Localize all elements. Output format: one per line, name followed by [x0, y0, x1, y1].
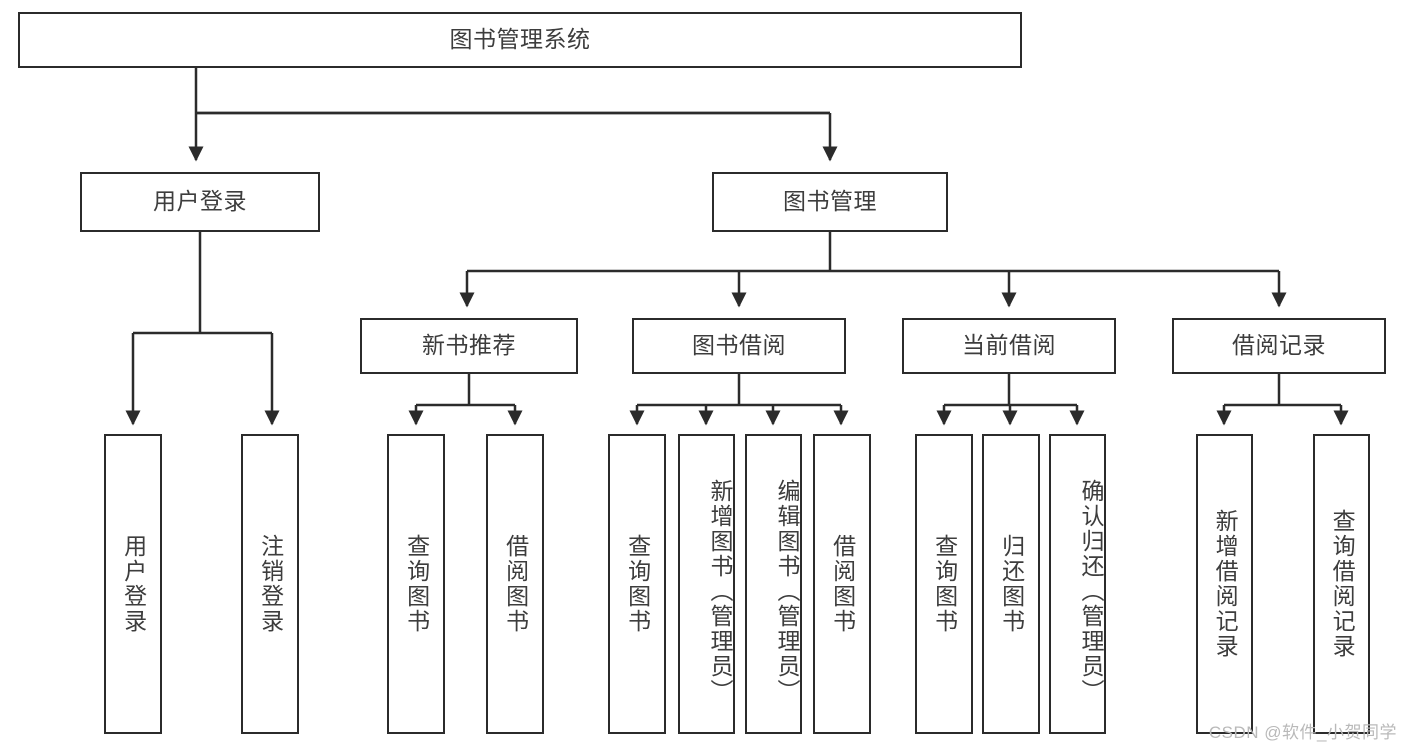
node-label: 查询图书	[624, 534, 651, 634]
node-label: 当前借阅	[962, 332, 1056, 359]
node-label: 用户登录	[120, 534, 147, 634]
node-book-management[interactable]: 图书管理	[712, 172, 948, 232]
leaf-logout[interactable]: 注销登录	[241, 434, 299, 734]
node-current-borrow[interactable]: 当前借阅	[902, 318, 1116, 374]
node-label: 借阅图书	[829, 534, 856, 634]
node-label: 查询图书	[931, 534, 958, 634]
node-label: 图书管理系统	[449, 26, 591, 53]
leaf-add-borrow-record[interactable]: 新增借阅记录	[1196, 434, 1253, 734]
node-label: 借阅图书	[502, 534, 529, 634]
leaf-borrow-books-recommend[interactable]: 借阅图书	[486, 434, 544, 734]
leaf-query-borrow-record[interactable]: 查询借阅记录	[1313, 434, 1370, 734]
node-label: 查询借阅记录	[1329, 509, 1356, 659]
node-label: 归还图书	[998, 534, 1025, 634]
node-user-login[interactable]: 用户登录	[80, 172, 320, 232]
node-borrow-records[interactable]: 借阅记录	[1172, 318, 1386, 374]
node-label: 图书管理	[783, 188, 877, 215]
node-label: 编辑图书（管理员）	[774, 478, 800, 704]
node-book-borrow[interactable]: 图书借阅	[632, 318, 846, 374]
node-label: 注销登录	[257, 534, 284, 634]
node-label: 新增图书（管理员）	[707, 478, 733, 704]
node-label: 图书借阅	[692, 332, 786, 359]
node-label: 确认归还（管理员）	[1078, 478, 1104, 704]
watermark: CSDN @软件_小贺同学	[1208, 723, 1397, 742]
leaf-user-login[interactable]: 用户登录	[104, 434, 162, 734]
leaf-confirm-return-admin[interactable]: 确认归还（管理员）	[1049, 434, 1106, 734]
node-new-book-recommend[interactable]: 新书推荐	[360, 318, 578, 374]
node-label: 借阅记录	[1232, 332, 1326, 359]
leaf-borrow-books[interactable]: 借阅图书	[813, 434, 871, 734]
leaf-query-books-recommend[interactable]: 查询图书	[387, 434, 445, 734]
node-label: 查询图书	[403, 534, 430, 634]
node-label: 新增借阅记录	[1212, 509, 1239, 659]
node-label: 用户登录	[153, 188, 247, 215]
leaf-query-books-current[interactable]: 查询图书	[915, 434, 973, 734]
leaf-add-book-admin[interactable]: 新增图书（管理员）	[678, 434, 735, 734]
node-root[interactable]: 图书管理系统	[18, 12, 1022, 68]
node-label: 新书推荐	[422, 332, 516, 359]
leaf-return-books[interactable]: 归还图书	[982, 434, 1040, 734]
leaf-edit-book-admin[interactable]: 编辑图书（管理员）	[745, 434, 802, 734]
leaf-query-books-borrow[interactable]: 查询图书	[608, 434, 666, 734]
